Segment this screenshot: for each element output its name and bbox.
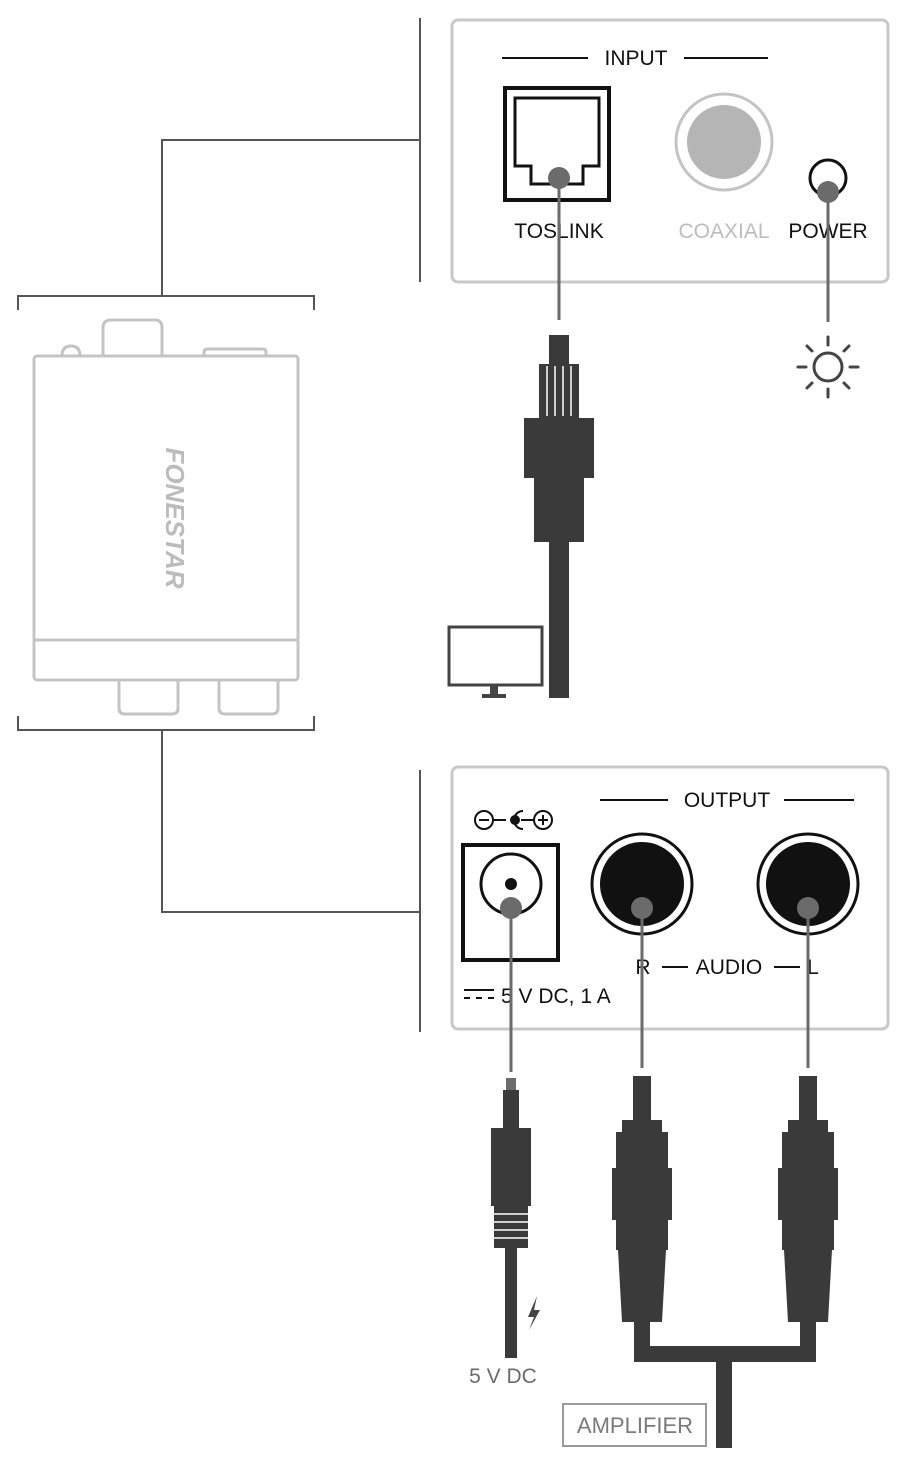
channel-left-label: L [807,956,819,979]
callout-lines [17,18,421,1032]
lightning-icon [528,1296,540,1330]
device-illustration [32,318,300,716]
coaxial-label: COAXIAL [678,220,769,243]
input-heading: INPUT [605,47,668,70]
toslink-jack [503,86,611,202]
rca-cable-junction [634,1346,816,1448]
device-brand-logo: FONESTAR [160,447,190,588]
dc-polarity-icon [474,810,553,830]
amplifier-label-box [562,1403,707,1447]
rca-cable-left [778,897,838,1362]
monitor-icon [447,625,544,698]
input-panel: INPUT TOSLINK COAXIAL POWER [450,18,890,284]
rca-cable-right [612,897,672,1362]
output-heading: OUTPUT [684,789,771,812]
audio-label: AUDIO [696,956,763,979]
sun-icon [796,181,860,399]
power-supply-label: 5 V DC [469,1365,537,1388]
toslink-cable [524,167,594,698]
coaxial-jack [674,92,774,192]
dc-power-cable [491,897,531,1358]
dc-symbol [464,989,494,999]
output-panel: OUTPUT 5 V DC, 1 A [450,765,890,1031]
dc-rating-label: 5 V DC, 1 A [501,985,611,1008]
amplifier-label: AMPLIFIER [577,1413,693,1438]
